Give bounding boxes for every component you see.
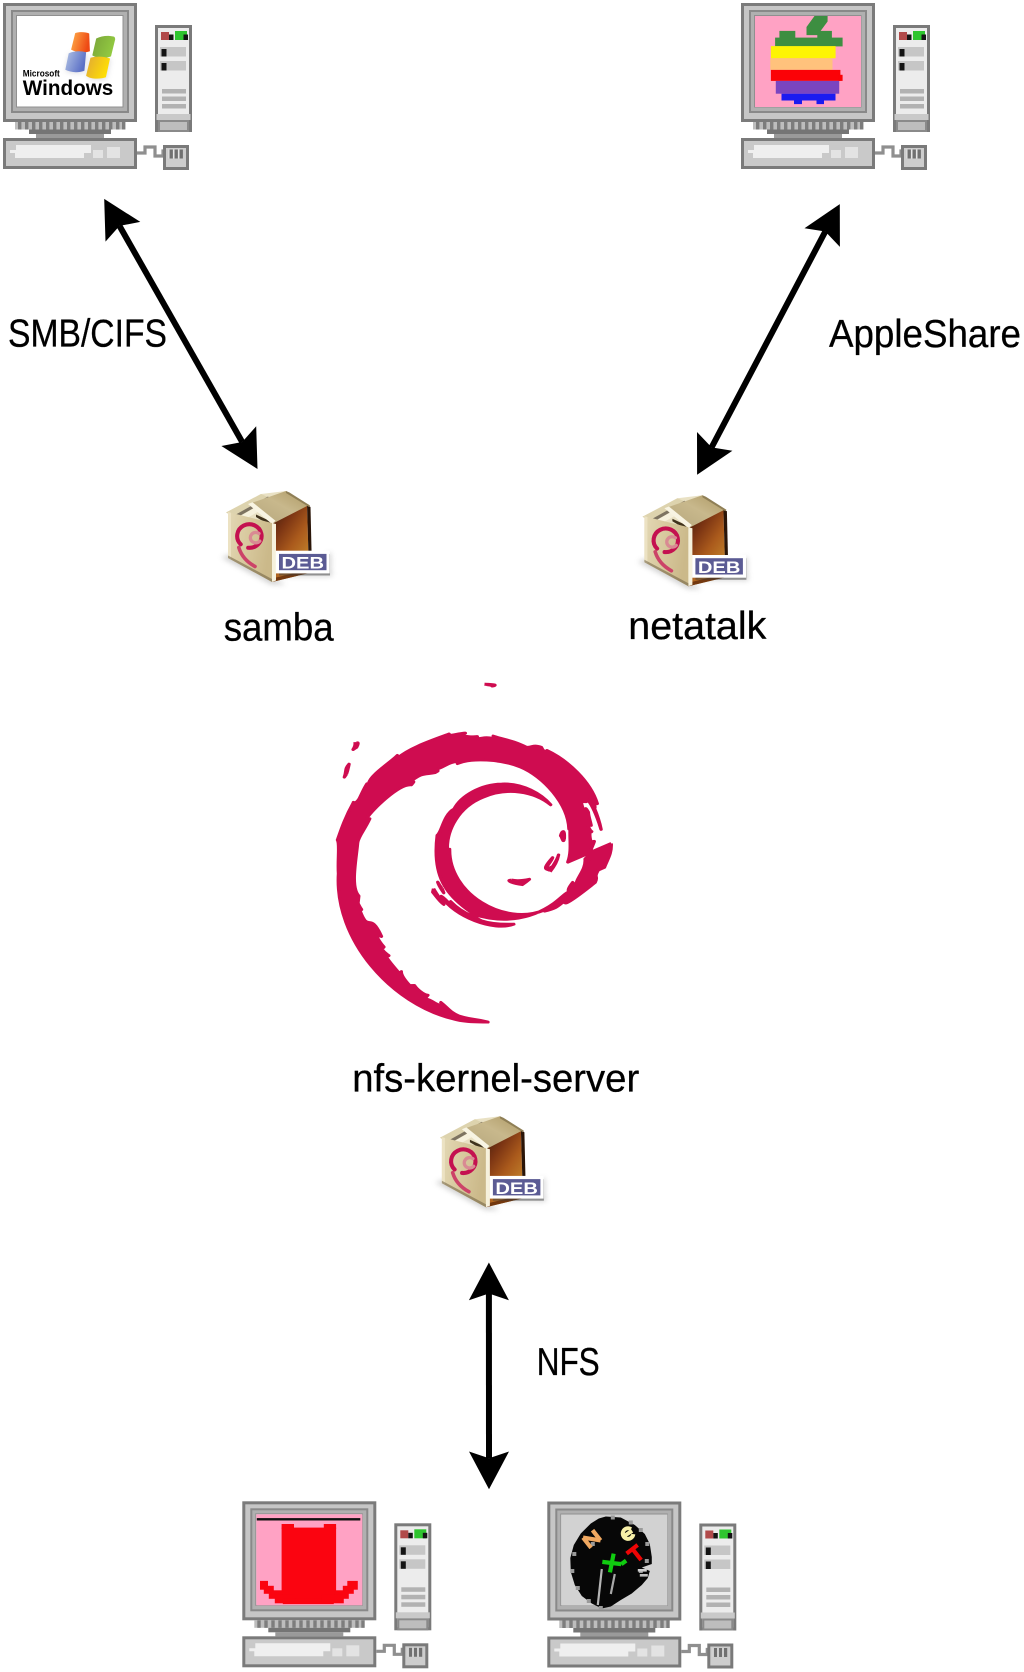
svg-text:AppleShare: AppleShare: [829, 313, 1021, 356]
svg-text:samba: samba: [224, 606, 334, 649]
svg-text:netatalk: netatalk: [628, 605, 766, 648]
svg-text:nfs-kernel-server: nfs-kernel-server: [352, 1058, 639, 1101]
svg-text:NFS: NFS: [537, 1341, 600, 1384]
svg-text:Microsoft: Microsoft: [23, 69, 60, 79]
svg-text:SMB/CIFS: SMB/CIFS: [8, 312, 167, 355]
svg-text:Windows: Windows: [23, 76, 114, 100]
